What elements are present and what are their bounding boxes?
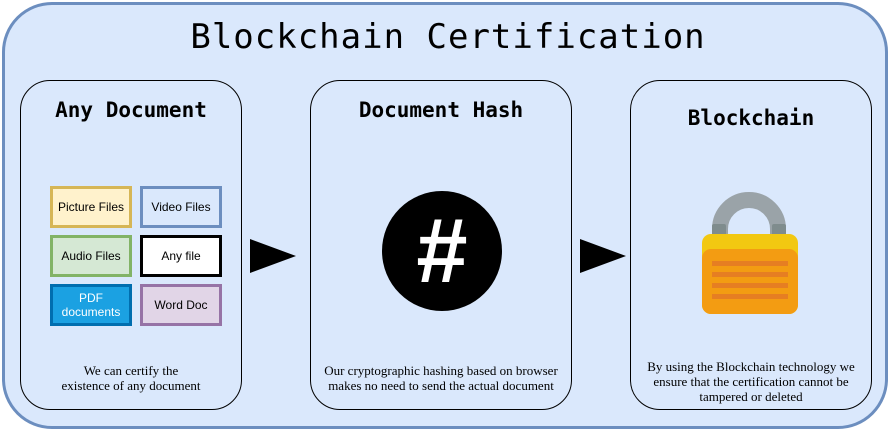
- any-document-description-line2: existence of any document: [61, 378, 201, 393]
- file-type-picture-files: Picture Files: [50, 186, 132, 228]
- padlock-icon: [702, 192, 798, 314]
- document-hash-title: Document Hash: [358, 98, 524, 122]
- any-document-description: We can certify the existence of any docu…: [21, 363, 241, 393]
- any-document-title: Any Document: [55, 98, 207, 122]
- file-type-audio-files: Audio Files: [50, 235, 132, 277]
- blockchain-description: By using the Blockchain technology we en…: [647, 359, 855, 404]
- blockchain-panel: Blockchain By using the Blockchain techn…: [630, 80, 872, 410]
- hash-icon: #: [382, 191, 502, 311]
- file-type-pdf-documents: PDF documents: [50, 284, 132, 326]
- document-hash-description-line2: makes no need to send the actual documen…: [328, 378, 554, 393]
- document-hash-description: Our cryptographic hashing based on brows…: [311, 363, 571, 393]
- file-type-word-doc: Word Doc: [140, 284, 222, 326]
- diagram-title: Blockchain Certification: [190, 17, 706, 57]
- document-hash-description-line1: Our cryptographic hashing based on brows…: [324, 363, 558, 378]
- arrow-right-icon: [580, 239, 626, 273]
- file-type-video-files: Video Files: [140, 186, 222, 228]
- blockchain-title: Blockchain: [687, 106, 815, 130]
- file-type-any-file: Any file: [140, 235, 222, 277]
- document-hash-panel: Document Hash # Our cryptographic hashin…: [310, 80, 572, 410]
- any-document-description-line1: We can certify the: [83, 363, 179, 378]
- hash-icon-glyph: #: [416, 200, 467, 302]
- arrow-right-icon: [250, 239, 296, 273]
